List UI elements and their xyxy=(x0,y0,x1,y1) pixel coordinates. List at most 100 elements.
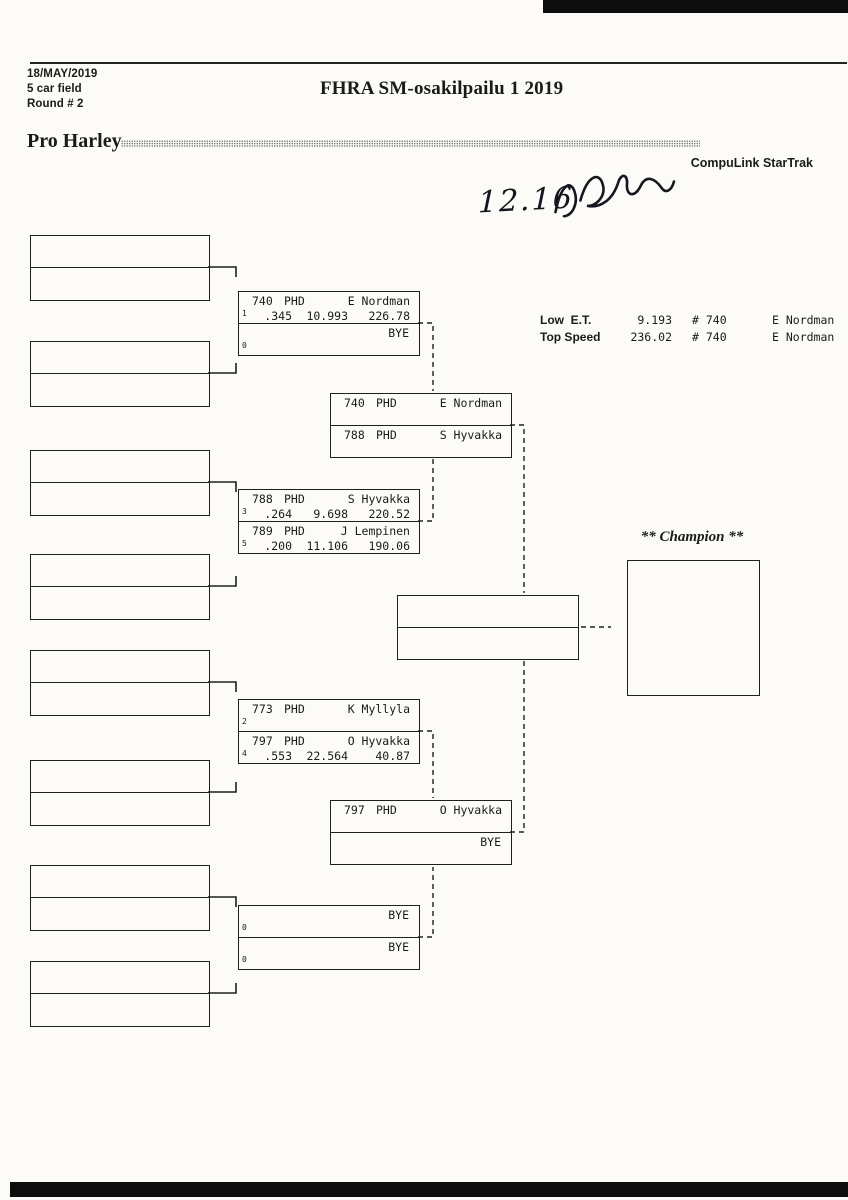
trap-speed: 226.78 xyxy=(368,309,410,323)
driver-name: S Hyvakka xyxy=(347,492,410,506)
trap-speed: 220.52 xyxy=(368,507,410,521)
class-code: PHD xyxy=(376,428,397,442)
driver-name: O Hyvakka xyxy=(439,803,502,817)
entry-line: 797 PHD O Hyvakka xyxy=(239,732,419,748)
round-number: Round # 2 xyxy=(27,97,84,110)
bracket-slot-box-6 xyxy=(30,760,210,826)
scan-artifact-bottom-bar xyxy=(10,1182,848,1197)
match-box-sf2: 797 PHD O Hyvakka BYE xyxy=(330,800,512,865)
entry-line: 740 PHD E Nordman xyxy=(239,292,419,308)
stats-line: .553 22.564 40.87 xyxy=(239,748,419,763)
class-code: PHD xyxy=(376,396,397,410)
match-box-sf1: 740 PHD E Nordman 788 PHD S Hyvakka xyxy=(330,393,512,458)
match-entry-top: 740 PHD E Nordman .345 10.993 226.78 1 xyxy=(239,292,419,324)
entry-line: 788 PHD S Hyvakka xyxy=(239,490,419,506)
car-number: 740 xyxy=(344,396,365,410)
top-speed-value: 236.02 xyxy=(630,330,672,344)
reaction-time: .264 xyxy=(264,507,292,521)
match-box-qf4: BYE 0 BYE 0 xyxy=(238,905,420,970)
low-et-row: Low E.T. 9.193 # 740 E Nordman xyxy=(540,313,834,330)
bracket-slot-box-4 xyxy=(30,554,210,620)
champion-box xyxy=(627,560,760,696)
car-number: 797 xyxy=(344,803,365,817)
match-box-qf2: 788 PHD S Hyvakka .264 9.698 220.52 3 78… xyxy=(238,489,420,554)
match-entry-bottom: BYE xyxy=(331,833,511,864)
top-speed-label: Top Speed xyxy=(540,330,601,344)
seed-number: 0 xyxy=(242,923,247,932)
solid-connectors xyxy=(208,266,237,994)
top-speed-name: E Nordman xyxy=(772,330,835,344)
reaction-time: .553 xyxy=(264,749,292,763)
reaction-time: .345 xyxy=(264,309,292,323)
bracket-slot-box-2 xyxy=(30,341,210,407)
match-entry-top: 797 PHD O Hyvakka xyxy=(331,801,511,833)
match-box-qf3: 773 PHD K Myllyla 2 797 PHD O Hyvakka .5… xyxy=(238,699,420,764)
champion-label: ** Champion ** xyxy=(640,529,744,545)
match-entry-top: BYE 0 xyxy=(239,906,419,938)
final-match-box xyxy=(397,595,579,660)
bye-label: BYE xyxy=(480,835,501,849)
match-entry-top xyxy=(398,596,578,628)
seed-number: 0 xyxy=(242,955,247,964)
elapsed-time: 11.106 xyxy=(306,539,348,553)
class-code: PHD xyxy=(284,492,305,506)
match-entry-top: 740 PHD E Nordman xyxy=(331,394,511,426)
timing-system-brand: CompuLink StarTrak xyxy=(690,156,813,170)
match-entry-bottom: BYE 0 xyxy=(239,938,419,969)
event-meta: 18/MAY/2019 5 car field Round # 2 xyxy=(27,67,97,112)
class-underline-hatch xyxy=(121,140,700,147)
match-entry-bottom xyxy=(398,628,578,659)
driver-name: K Myllyla xyxy=(347,702,410,716)
car-number: 788 xyxy=(252,492,273,506)
bracket-slot-box-3 xyxy=(30,450,210,516)
bracket-slot-box-7 xyxy=(30,865,210,931)
seed-number: 2 xyxy=(242,717,247,726)
elapsed-time: 10.993 xyxy=(306,309,348,323)
entry-line: 788 PHD S Hyvakka xyxy=(331,426,511,442)
elapsed-time: 9.698 xyxy=(313,507,348,521)
stats-line: .264 9.698 220.52 xyxy=(239,506,419,521)
match-entry-top: 773 PHD K Myllyla 2 xyxy=(239,700,419,732)
seed-number: 5 xyxy=(242,539,247,548)
car-number: 740 xyxy=(252,294,273,308)
class-code: PHD xyxy=(284,702,305,716)
class-code: PHD xyxy=(284,294,305,308)
bye-label: BYE xyxy=(388,908,409,922)
match-entry-bottom: 788 PHD S Hyvakka xyxy=(331,426,511,457)
seed-number: 1 xyxy=(242,309,247,318)
handwritten-scribble xyxy=(554,174,676,218)
class-code: PHD xyxy=(284,734,305,748)
driver-name: O Hyvakka xyxy=(347,734,410,748)
bracket-slot-box-1 xyxy=(30,235,210,301)
scribble-path xyxy=(554,174,676,218)
class-name: Pro Harley xyxy=(27,130,122,152)
bracket-slot-box-5 xyxy=(30,650,210,716)
seed-number: 3 xyxy=(242,507,247,516)
car-number: 789 xyxy=(252,524,273,538)
elapsed-time: 22.564 xyxy=(306,749,348,763)
session-records: Low E.T. 9.193 # 740 E Nordman Top Speed… xyxy=(540,313,834,347)
driver-name: S Hyvakka xyxy=(439,428,502,442)
entry-line: 789 PHD J Lempinen xyxy=(239,522,419,538)
match-entry-bottom: BYE 0 xyxy=(239,324,419,355)
driver-name: J Lempinen xyxy=(340,524,410,538)
driver-name: E Nordman xyxy=(439,396,502,410)
car-number: 773 xyxy=(252,702,273,716)
page-title: FHRA SM-osakilpailu 1 2019 xyxy=(320,78,564,99)
match-entry-bottom: 797 PHD O Hyvakka .553 22.564 40.87 4 xyxy=(239,732,419,763)
scan-artifact-top-bar xyxy=(543,0,848,13)
class-code: PHD xyxy=(284,524,305,538)
low-et-value: 9.193 xyxy=(637,313,672,327)
entry-line: 773 PHD K Myllyla xyxy=(239,700,419,716)
stats-line: .200 11.106 190.06 xyxy=(239,538,419,553)
top-speed-car: # 740 xyxy=(692,330,727,344)
trap-speed: 190.06 xyxy=(368,539,410,553)
low-et-car: # 740 xyxy=(692,313,727,327)
bye-label: BYE xyxy=(388,326,409,340)
match-entry-top: 788 PHD S Hyvakka .264 9.698 220.52 3 xyxy=(239,490,419,522)
class-code: PHD xyxy=(376,803,397,817)
seed-number: 4 xyxy=(242,749,247,758)
car-number: 797 xyxy=(252,734,273,748)
low-et-label: Low E.T. xyxy=(540,313,592,327)
